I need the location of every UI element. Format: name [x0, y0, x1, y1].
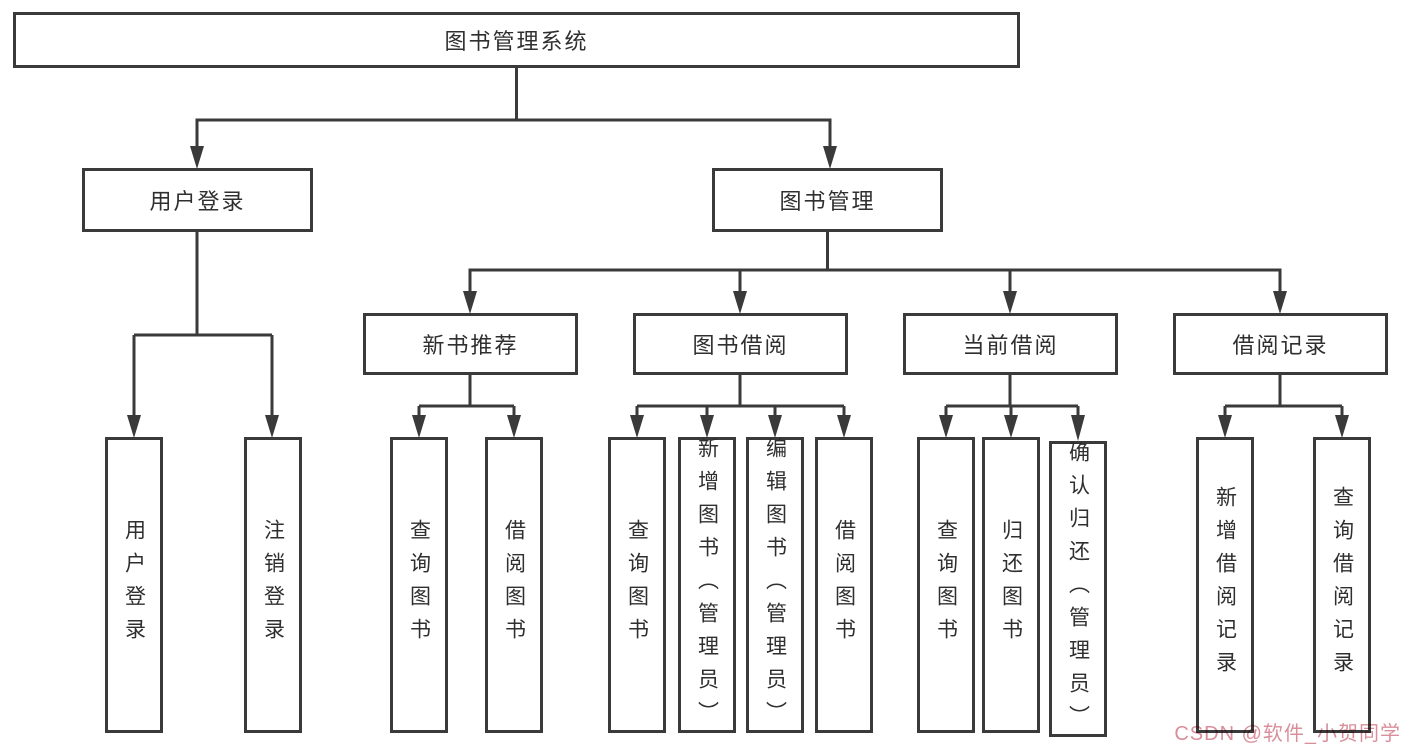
leaf-label: 归还图书	[999, 519, 1023, 651]
leaf-label: 查询借阅记录	[1330, 486, 1354, 684]
leaf-query-book-2: 查询图书	[608, 437, 666, 733]
arrow-down-icon	[463, 291, 477, 314]
arrow-down-icon	[265, 415, 279, 438]
arrow-down-icon	[630, 415, 644, 438]
node-borrow-record: 借阅记录	[1173, 313, 1388, 375]
leaf-label: 新增图书（管理员）	[695, 436, 719, 734]
connector-book-mgmt	[468, 232, 1282, 294]
csdn-watermark: CSDN @软件_小贺同学	[1174, 723, 1401, 745]
leaf-query-book-3: 查询图书	[917, 437, 975, 733]
node-current-borrow-label: 当前借阅	[962, 333, 1059, 358]
leaf-label: 注销登录	[261, 519, 285, 651]
leaf-edit-book-admin: 编辑图书（管理员）	[746, 436, 804, 734]
connector-book-borrow-arrows	[630, 415, 851, 438]
arrow-down-icon	[1218, 415, 1232, 438]
node-root: 图书管理系统	[13, 12, 1020, 68]
arrow-down-icon	[1004, 415, 1018, 438]
leaf-logout: 注销登录	[244, 437, 302, 733]
arrow-down-icon	[1003, 291, 1017, 314]
leaf-query-borrow-record: 查询借阅记录	[1313, 437, 1371, 733]
leaf-label: 新增借阅记录	[1213, 486, 1237, 684]
leaf-label: 借阅图书	[502, 519, 526, 651]
connector-new-book	[417, 375, 516, 419]
connector-current-borrow-arrows	[939, 415, 1085, 441]
node-book-mgmt: 图书管理	[712, 168, 943, 232]
arrow-down-icon	[733, 291, 747, 314]
node-user-login-label: 用户登录	[149, 189, 246, 214]
arrow-down-icon	[823, 146, 837, 169]
leaf-label: 编辑图书（管理员）	[763, 436, 787, 734]
leaf-label: 查询图书	[625, 519, 649, 651]
arrow-down-icon	[190, 146, 204, 169]
connector-user-login-arrows	[127, 415, 279, 438]
arrow-down-icon	[127, 415, 141, 438]
leaf-label: 确认归还（管理员）	[1066, 440, 1090, 738]
node-new-book-label: 新书推荐	[422, 333, 519, 358]
arrow-down-icon	[700, 415, 714, 438]
leaf-confirm-return-admin: 确认归还（管理员）	[1049, 440, 1107, 738]
leaf-label: 借阅图书	[832, 519, 856, 651]
arrow-down-icon	[1071, 415, 1085, 441]
arrow-down-icon	[768, 415, 782, 438]
node-book-borrow-label: 图书借阅	[692, 333, 789, 358]
leaf-query-book-1: 查询图书	[390, 437, 448, 733]
arrow-down-icon	[507, 415, 521, 438]
node-user-login: 用户登录	[82, 168, 313, 232]
connector-user-login	[132, 232, 274, 418]
connector-borrow-record	[1223, 375, 1344, 419]
node-root-label: 图书管理系统	[444, 29, 589, 54]
leaf-add-borrow-record: 新增借阅记录	[1196, 437, 1254, 733]
leaf-borrow-book-2: 借阅图书	[815, 437, 873, 733]
leaf-label: 查询图书	[407, 519, 431, 651]
connector-book-borrow	[635, 375, 846, 419]
arrow-down-icon	[939, 415, 953, 438]
node-new-book: 新书推荐	[363, 313, 578, 375]
leaf-borrow-book-1: 借阅图书	[485, 437, 543, 733]
arrow-down-icon	[1273, 291, 1287, 314]
node-book-borrow: 图书借阅	[633, 313, 848, 375]
connector-book-mgmt-arrows	[463, 291, 1287, 314]
node-current-borrow: 当前借阅	[903, 313, 1118, 375]
connector-borrow-record-arrows	[1218, 415, 1349, 438]
arrow-down-icon	[1335, 415, 1349, 438]
leaf-label: 查询图书	[934, 519, 958, 651]
leaf-user-login: 用户登录	[105, 437, 163, 733]
leaf-label: 用户登录	[122, 519, 146, 651]
node-borrow-record-label: 借阅记录	[1232, 333, 1329, 358]
arrow-down-icon	[412, 415, 426, 438]
leaf-add-book-admin: 新增图书（管理员）	[678, 436, 736, 734]
leaf-return-book: 归还图书	[982, 437, 1040, 733]
node-book-mgmt-label: 图书管理	[779, 189, 876, 214]
arrow-down-icon	[837, 415, 851, 438]
connector-current-borrow	[944, 375, 1080, 419]
connector-root	[195, 68, 832, 150]
connector-root-arrows	[190, 146, 837, 169]
connector-new-book-arrows	[412, 415, 521, 438]
